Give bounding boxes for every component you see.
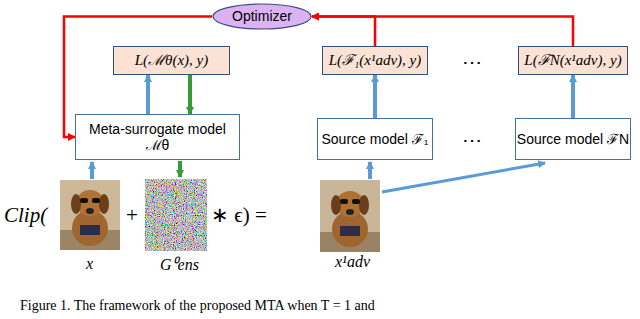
loss-box: L(ℱ₁(x¹adv), y) — [322, 46, 428, 75]
dog-image — [60, 180, 120, 250]
ellipsis: ⋯ — [462, 128, 482, 152]
connector-arrow — [373, 75, 377, 118]
adversarial-dog-image — [320, 180, 380, 252]
node-text: L(ℳθ(x), y) — [135, 52, 209, 69]
node-text: L(ℱN(x¹adv), y) — [524, 52, 621, 69]
input-arrow — [90, 162, 94, 179]
node-text: Meta-surrogate model ℳθ — [76, 121, 239, 153]
gradient-arrow — [178, 161, 182, 177]
ellipsis: ⋯ — [462, 50, 482, 74]
node-text: Source model ℱN — [517, 131, 629, 147]
connector-arrow — [188, 75, 192, 114]
image-label: x — [86, 255, 93, 273]
connector-arrow — [146, 75, 150, 114]
connector-arrow — [312, 17, 375, 47]
meta-surrogate-box: Meta-surrogate model ℳθ — [75, 114, 240, 160]
figure-caption: Figure 1. The framework of the proposed … — [20, 298, 375, 314]
node-text: L(ℱ₁(x¹adv), y) — [329, 52, 422, 69]
source-model-box: Source model ℱN — [515, 118, 631, 160]
loss-box: L(ℳθ(x), y) — [113, 46, 230, 75]
loss-box: L(ℱN(x¹adv), y) — [518, 46, 628, 75]
input-arrow — [382, 163, 545, 192]
connector-arrow — [571, 75, 575, 118]
node-text: Source model ℱ₁ — [322, 131, 429, 147]
node-text: Optimizer — [232, 8, 292, 24]
connector-arrow — [312, 17, 573, 47]
clip-symbol: Clip( — [4, 203, 47, 228]
input-arrow — [368, 162, 372, 179]
image-label: x¹adv — [335, 253, 370, 271]
source-model-box: Source model ℱ₁ — [317, 118, 433, 160]
noise-image — [145, 179, 207, 251]
optimizer-ellipse: Optimizer — [212, 3, 312, 30]
operator-text: ∗ ϵ) = — [211, 203, 267, 228]
image-label: G⁰ens — [160, 253, 199, 275]
plus-symbol: + — [126, 203, 138, 228]
